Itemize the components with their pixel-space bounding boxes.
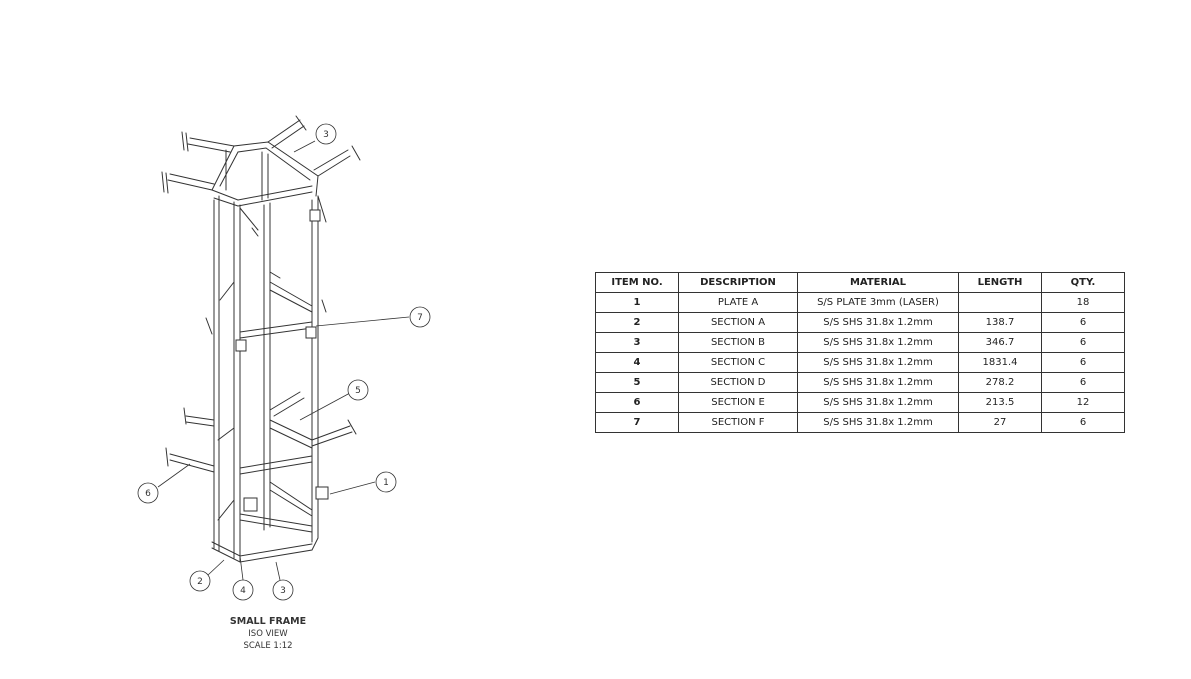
qty-cell: 6	[1041, 312, 1125, 333]
length-cell: 138.7	[958, 312, 1042, 333]
qty-cell: 6	[1041, 352, 1125, 373]
material-cell: S/S SHS 31.8x 1.2mm	[797, 412, 959, 433]
balloon-number: 4	[240, 586, 246, 596]
qty-cell: 6	[1041, 372, 1125, 393]
view-subtitle: ISO VIEW	[248, 629, 288, 639]
table-row: 3 SECTION B S/S SHS 31.8x 1.2mm 346.7 6	[595, 332, 1125, 353]
length-cell	[958, 292, 1042, 313]
description-cell: SECTION A	[678, 312, 798, 333]
qty-cell: 18	[1041, 292, 1125, 313]
length-cell: 213.5	[958, 392, 1042, 413]
column-header-description: DESCRIPTION	[678, 272, 798, 293]
column-header-length: LENGTH	[958, 272, 1042, 293]
length-cell: 1831.4	[958, 352, 1042, 373]
table-row: 4 SECTION C S/S SHS 31.8x 1.2mm 1831.4 6	[595, 352, 1125, 373]
balloon-number: 5	[355, 386, 361, 396]
column-header-material: MATERIAL	[797, 272, 959, 293]
balloon-number: 6	[145, 489, 151, 499]
qty-cell: 6	[1041, 412, 1125, 433]
plate-tabs	[235, 209, 329, 512]
item-no-cell: 5	[595, 372, 679, 393]
length-cell: 27	[958, 412, 1042, 433]
table-row: 1 PLATE A S/S PLATE 3mm (LASER) 18	[595, 292, 1125, 313]
item-no-cell: 6	[595, 392, 679, 413]
description-cell: SECTION C	[678, 352, 798, 373]
balloon-number: 2	[197, 577, 203, 587]
material-cell: S/S SHS 31.8x 1.2mm	[797, 372, 959, 393]
table-header-row: ITEM NO. DESCRIPTION MATERIAL LENGTH QTY…	[595, 272, 1125, 293]
item-no-cell: 7	[595, 412, 679, 433]
material-cell: S/S PLATE 3mm (LASER)	[797, 292, 959, 313]
table-row: 6 SECTION E S/S SHS 31.8x 1.2mm 213.5 12	[595, 392, 1125, 413]
item-no-cell: 1	[595, 292, 679, 313]
frame-structure	[161, 115, 361, 563]
table-row: 7 SECTION F S/S SHS 31.8x 1.2mm 27 6	[595, 412, 1125, 433]
balloon-labels: 3 7 5 1 6 2 4 3	[145, 130, 423, 596]
description-cell: SECTION D	[678, 372, 798, 393]
table-row: 2 SECTION A S/S SHS 31.8x 1.2mm 138.7 6	[595, 312, 1125, 333]
balloon-callouts	[137, 123, 431, 601]
column-header-qty: QTY.	[1041, 272, 1125, 293]
material-cell: S/S SHS 31.8x 1.2mm	[797, 392, 959, 413]
view-scale: SCALE 1:12	[243, 641, 293, 651]
material-cell: S/S SHS 31.8x 1.2mm	[797, 332, 959, 353]
item-no-cell: 4	[595, 352, 679, 373]
material-cell: S/S SHS 31.8x 1.2mm	[797, 352, 959, 373]
balloon-number: 3	[323, 130, 329, 140]
material-cell: S/S SHS 31.8x 1.2mm	[797, 312, 959, 333]
item-no-cell: 3	[595, 332, 679, 353]
bill-of-materials-table: ITEM NO. DESCRIPTION MATERIAL LENGTH QTY…	[595, 272, 1125, 433]
view-caption: SMALL FRAME ISO VIEW SCALE 1:12	[208, 616, 328, 652]
balloon-number: 7	[417, 313, 423, 323]
description-cell: SECTION F	[678, 412, 798, 433]
item-no-cell: 2	[595, 312, 679, 333]
balloon-number: 3	[280, 586, 286, 596]
length-cell: 278.2	[958, 372, 1042, 393]
qty-cell: 12	[1041, 392, 1125, 413]
description-cell: PLATE A	[678, 292, 798, 313]
description-cell: SECTION E	[678, 392, 798, 413]
table-row: 5 SECTION D S/S SHS 31.8x 1.2mm 278.2 6	[595, 372, 1125, 393]
length-cell: 346.7	[958, 332, 1042, 353]
qty-cell: 6	[1041, 332, 1125, 353]
column-header-item-no: ITEM NO.	[595, 272, 679, 293]
view-title: SMALL FRAME	[229, 616, 307, 627]
description-cell: SECTION B	[678, 332, 798, 353]
balloon-number: 1	[383, 478, 389, 488]
